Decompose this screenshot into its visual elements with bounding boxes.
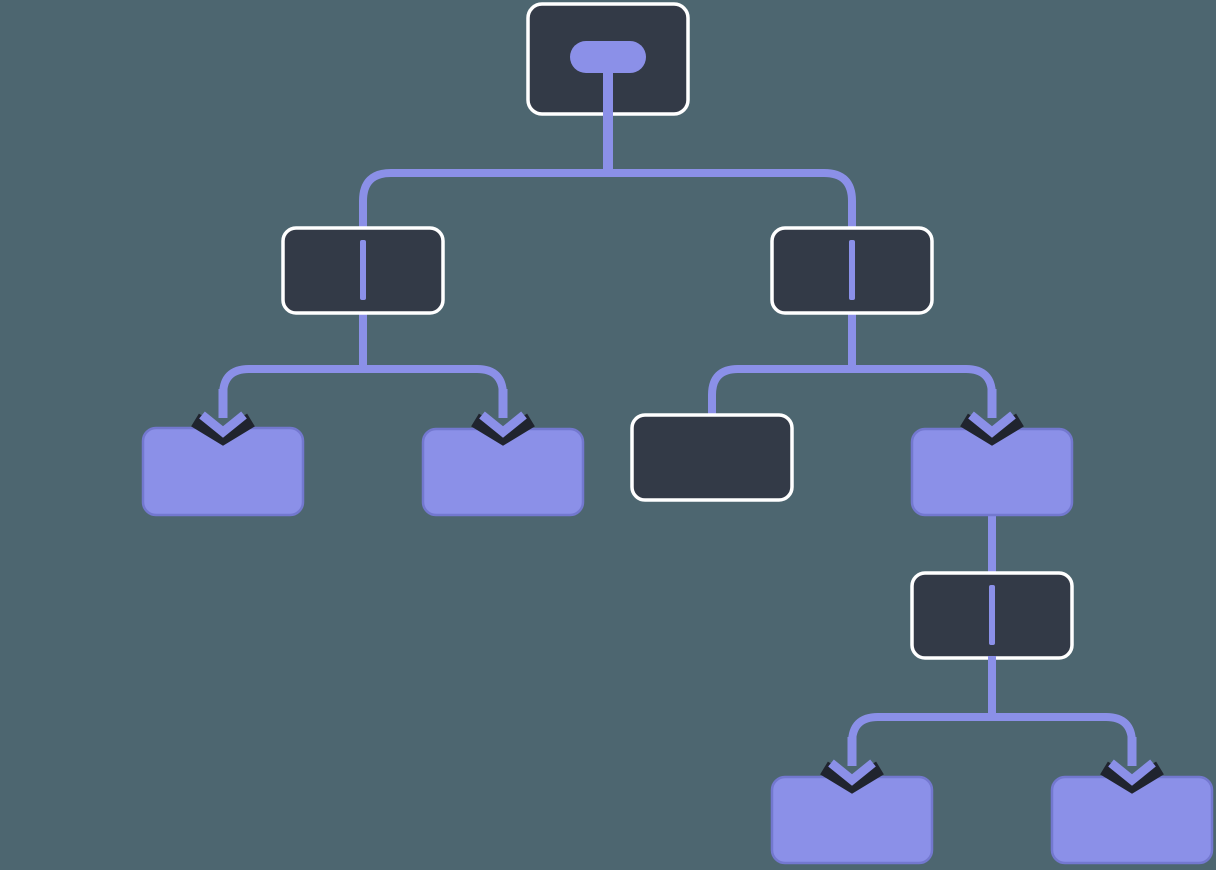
arrow-down-icon [471,389,535,446]
junction-bar-placeholder [360,240,366,300]
arrow-chevron-purple [828,759,876,786]
arrow-down-icon [1100,737,1164,794]
arrow-chevron-purple [199,411,247,438]
junction-bar-placeholder [989,585,995,645]
overlay-edges-layer [603,71,996,721]
nodes-layer [141,2,1214,865]
arrow-chevron-purple [968,411,1016,438]
arrow-down-icon [191,389,255,446]
arrow-down-icon [960,389,1024,446]
branch-node-left[interactable] [281,226,445,315]
arrow-down-icon [820,737,884,794]
arrow-chevron-purple [1108,759,1156,786]
junction-bar-placeholder [849,240,855,300]
edge-right-split [708,365,996,419]
branch-node-right[interactable] [770,226,934,315]
collapsed-dark-node-body[interactable] [630,413,794,502]
arrow-chevron-purple [479,411,527,438]
branch-node-lower[interactable] [910,571,1074,660]
collapsed-dark-node[interactable] [630,413,794,502]
root-pill-placeholder [570,41,646,73]
edge-left-split [219,365,507,405]
arrows-layer [191,389,1164,794]
